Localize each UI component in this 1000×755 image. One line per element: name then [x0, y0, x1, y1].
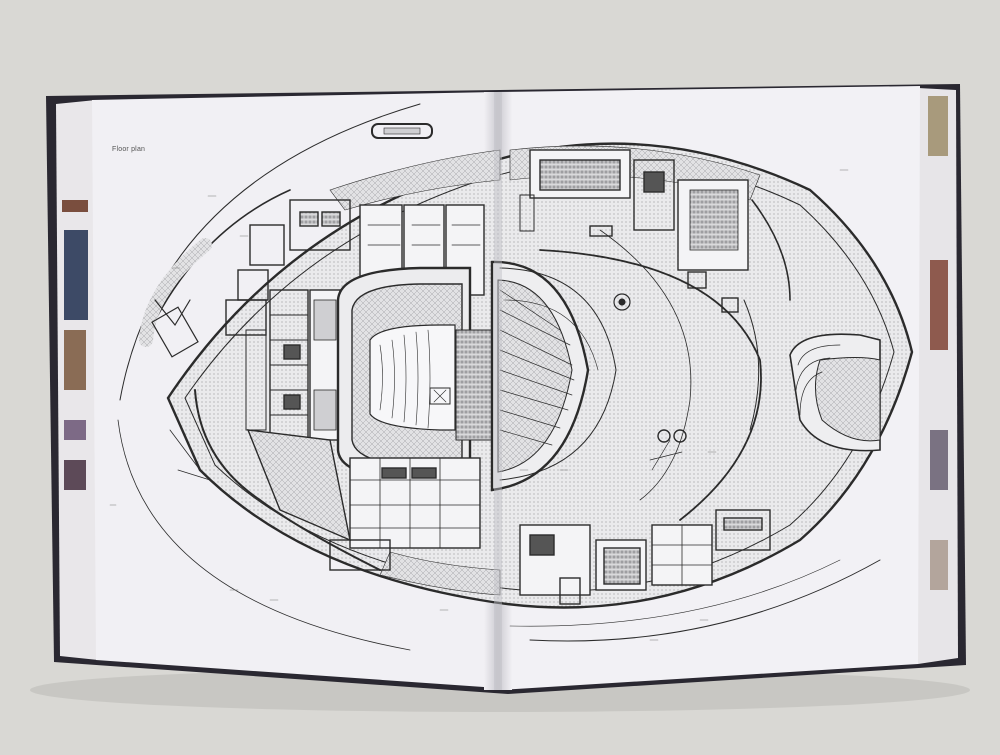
plan-rooms-bottom-right	[519, 509, 771, 605]
plan-auditorium	[336, 266, 497, 482]
floor-plan	[109, 103, 914, 651]
left-edge-stripes	[62, 200, 88, 490]
right-page-edges	[918, 88, 958, 664]
plan-right-terrace	[789, 333, 881, 452]
plan-rooms-top-right	[519, 149, 791, 313]
plan-rooms-left	[245, 289, 341, 441]
plan-caption: Floor plan	[112, 146, 146, 153]
right-edge-stripes	[928, 96, 948, 590]
plan-rooms-bottom-left	[246, 429, 481, 571]
plan-stage-fan	[490, 260, 617, 492]
gutter-shadow	[494, 92, 502, 690]
